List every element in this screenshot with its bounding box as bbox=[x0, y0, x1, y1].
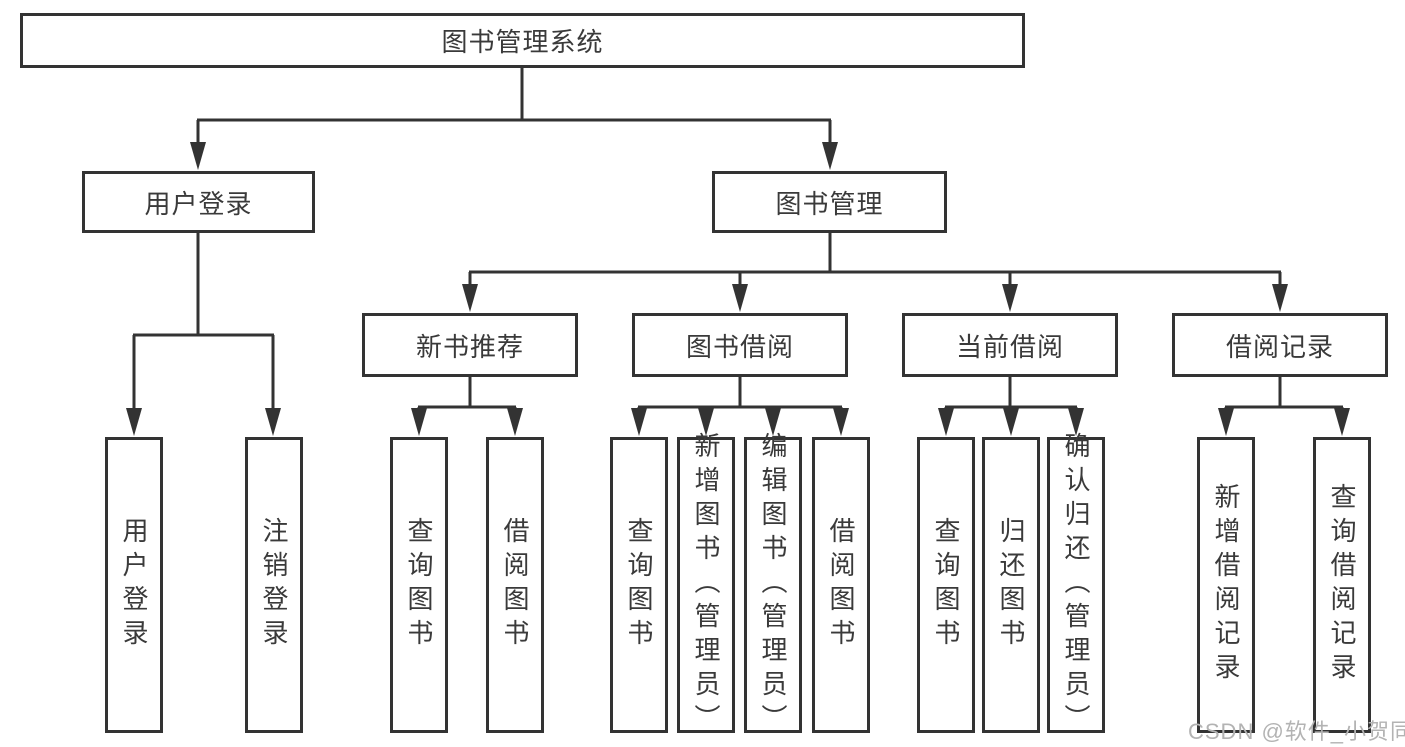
node-book-management-branch: 图书管理 bbox=[712, 171, 947, 233]
leaf-query-borrow-record: 查询借阅记录 bbox=[1313, 437, 1371, 733]
leaf-query-books-current: 查询图书 bbox=[917, 437, 975, 733]
leaf-query-books-recommend: 查询图书 bbox=[390, 437, 448, 733]
node-new-book-recommend: 新书推荐 bbox=[362, 313, 578, 377]
leaf-add-borrow-record: 新增借阅记录 bbox=[1197, 437, 1255, 733]
leaf-edit-books-admin: 编辑图书（管理员） bbox=[744, 432, 802, 738]
leaf-user-login: 用户登录 bbox=[105, 437, 163, 733]
leaf-add-books-admin: 新增图书（管理员） bbox=[677, 432, 735, 738]
node-current-borrowing: 当前借阅 bbox=[902, 313, 1118, 377]
node-user-login-branch: 用户登录 bbox=[82, 171, 315, 233]
node-root-system: 图书管理系统 bbox=[20, 13, 1025, 68]
leaf-borrow-books-recommend: 借阅图书 bbox=[486, 437, 544, 733]
node-borrowing-records: 借阅记录 bbox=[1172, 313, 1388, 377]
leaf-query-books-borrow: 查询图书 bbox=[610, 437, 668, 733]
leaf-borrow-books: 借阅图书 bbox=[812, 437, 870, 733]
arrowheads bbox=[126, 142, 1350, 436]
leaf-return-books: 归还图书 bbox=[982, 437, 1040, 733]
csdn-watermark: CSDN @软件_小贺同学 bbox=[1188, 719, 1405, 744]
node-book-borrowing: 图书借阅 bbox=[632, 313, 848, 377]
leaf-confirm-return-admin: 确认归还（管理员） bbox=[1047, 432, 1105, 738]
leaf-logout: 注销登录 bbox=[245, 437, 303, 733]
